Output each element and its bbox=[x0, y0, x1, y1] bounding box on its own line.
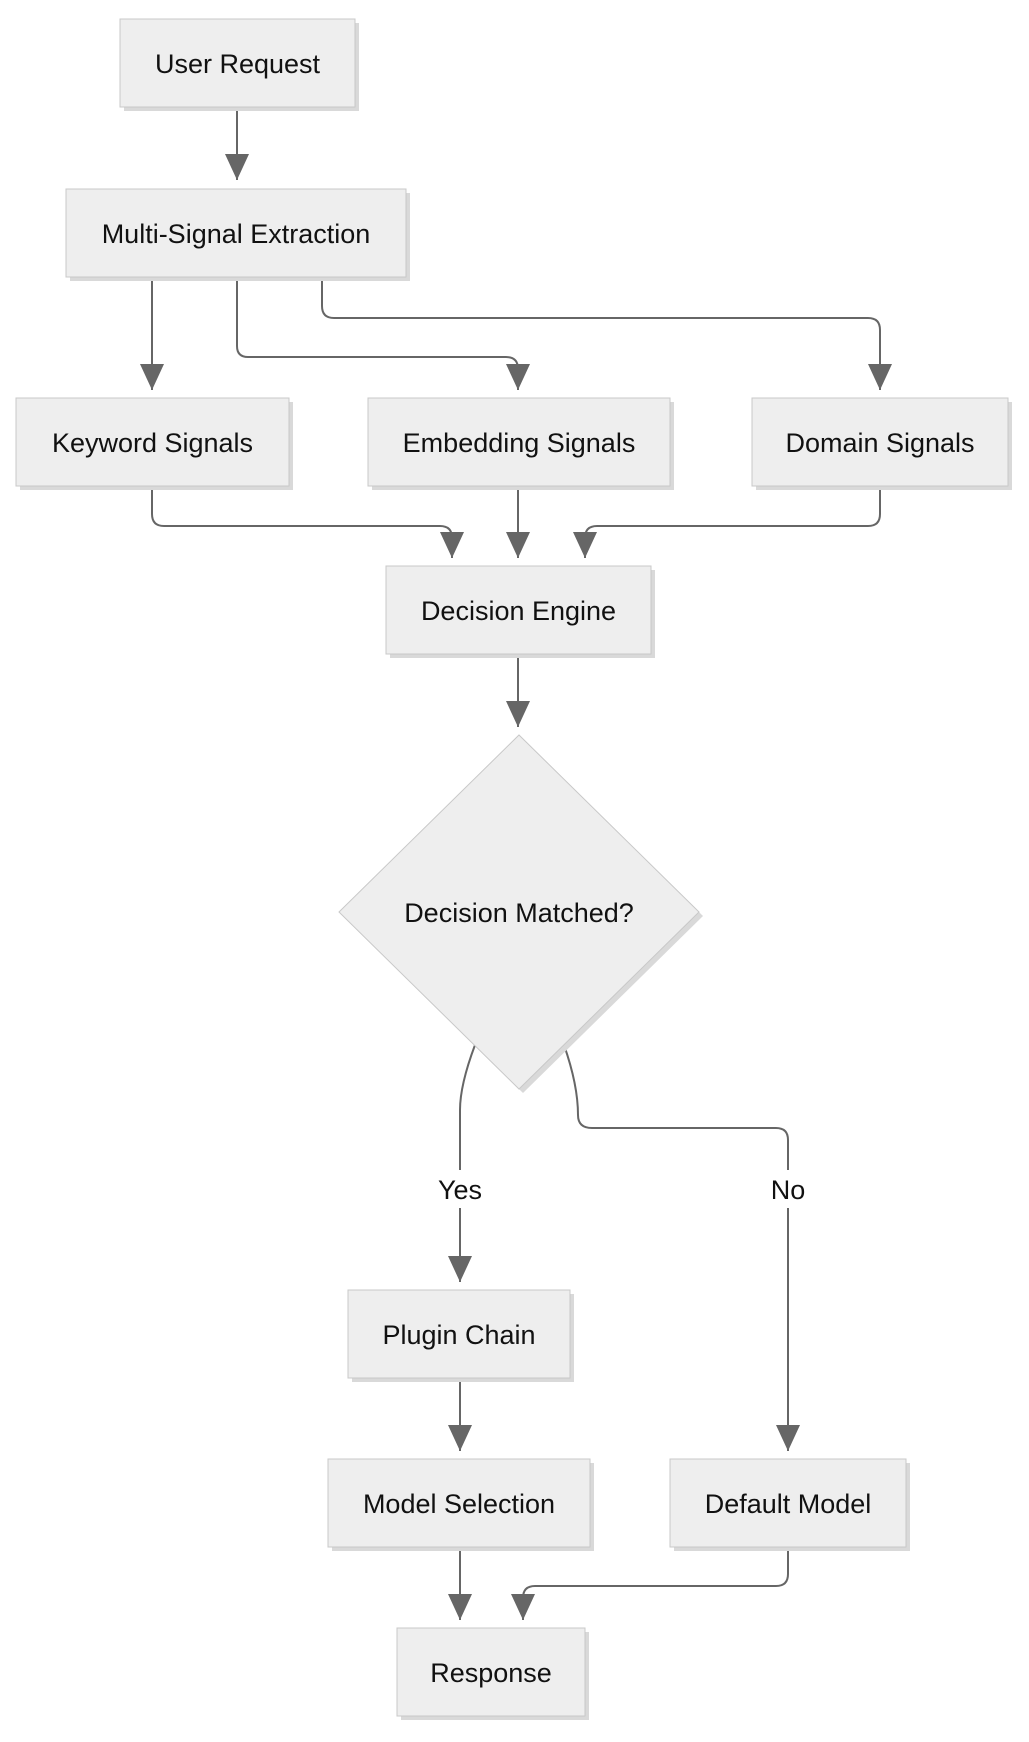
node-label-domain-signals: Domain Signals bbox=[785, 428, 974, 458]
node-multi-signal-extraction: Multi-Signal Extraction bbox=[65, 188, 410, 281]
nodes: User Request Multi-Signal Extraction Key… bbox=[15, 18, 1012, 1720]
node-label-decision-matched: Decision Matched? bbox=[404, 898, 634, 928]
node-label-user-request: User Request bbox=[155, 49, 321, 79]
node-default-model: Default Model bbox=[669, 1458, 910, 1551]
node-domain-signals: Domain Signals bbox=[751, 397, 1012, 490]
node-plugin-chain: Plugin Chain bbox=[347, 1289, 574, 1382]
edge-default-model-to-response bbox=[511, 1548, 789, 1620]
edges bbox=[140, 108, 892, 1620]
node-decision-matched: Decision Matched? bbox=[338, 734, 703, 1093]
edge-diamond-to-default-model-no bbox=[563, 1044, 800, 1451]
edge-keyword-to-decision-engine bbox=[151, 487, 464, 558]
node-embedding-signals: Embedding Signals bbox=[367, 397, 674, 490]
node-decision-engine: Decision Engine bbox=[385, 565, 655, 658]
node-label-model-selection: Model Selection bbox=[363, 1489, 555, 1519]
node-keyword-signals: Keyword Signals bbox=[15, 397, 293, 490]
node-label-response: Response bbox=[430, 1658, 552, 1688]
edge-label-yes: Yes bbox=[438, 1175, 482, 1205]
edge-labels: Yes No bbox=[428, 1170, 816, 1208]
node-label-embedding-signals: Embedding Signals bbox=[403, 428, 636, 458]
node-label-multi-signal-extraction: Multi-Signal Extraction bbox=[102, 219, 371, 249]
edge-label-no: No bbox=[771, 1175, 806, 1205]
node-label-plugin-chain: Plugin Chain bbox=[382, 1320, 535, 1350]
node-model-selection: Model Selection bbox=[327, 1458, 594, 1551]
node-response: Response bbox=[396, 1627, 589, 1720]
node-label-keyword-signals: Keyword Signals bbox=[52, 428, 253, 458]
edge-extraction-to-embedding bbox=[236, 278, 530, 390]
edge-extraction-to-domain bbox=[321, 278, 892, 390]
edge-domain-to-decision-engine bbox=[573, 487, 881, 558]
edge-diamond-to-plugin-chain-yes bbox=[448, 1044, 476, 1282]
node-label-default-model: Default Model bbox=[705, 1489, 872, 1519]
node-label-decision-engine: Decision Engine bbox=[421, 596, 616, 626]
node-user-request: User Request bbox=[119, 18, 359, 111]
